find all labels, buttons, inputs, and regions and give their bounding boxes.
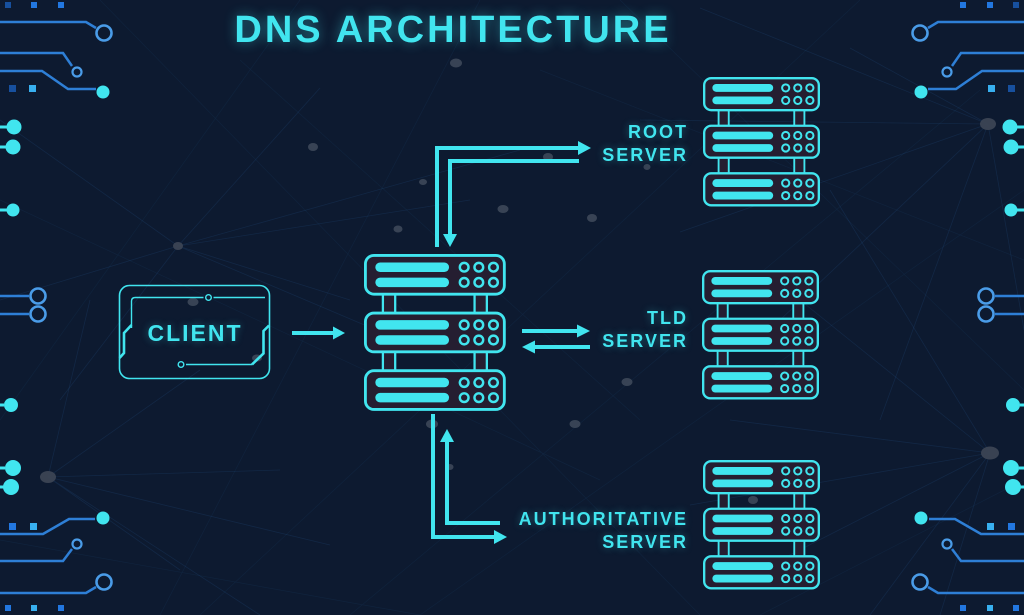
tld-server-label: TLD SERVER bbox=[602, 307, 688, 353]
background-dots bbox=[40, 58, 999, 504]
tld-server-label-line1: TLD bbox=[647, 308, 688, 328]
resolver-to-tld-arrow bbox=[522, 324, 590, 338]
authoritative-server-label-line1: AUTHORITATIVE bbox=[518, 509, 688, 529]
authoritative-to-resolver-arrow bbox=[440, 429, 500, 525]
circuit-decoration-bottom-right bbox=[911, 287, 1024, 613]
client-to-resolver-arrow bbox=[292, 326, 345, 340]
resolver-to-root-arrow bbox=[435, 141, 591, 247]
tld-server-label-line2: SERVER bbox=[602, 331, 688, 351]
authoritative-server-icon bbox=[704, 461, 819, 588]
root-to-resolver-arrow bbox=[443, 159, 579, 247]
client-frame-icon bbox=[118, 284, 271, 380]
root-server-label-line2: SERVER bbox=[602, 145, 688, 165]
root-server-label-line1: ROOT bbox=[628, 122, 688, 142]
resolver-server-icon bbox=[365, 255, 504, 409]
authoritative-server-label: AUTHORITATIVE SERVER bbox=[519, 508, 688, 554]
circuit-decoration-bottom-left bbox=[0, 287, 113, 613]
tld-to-resolver-arrow bbox=[522, 340, 590, 354]
circuit-decoration-top-right bbox=[911, 0, 1024, 218]
root-server-label: ROOT SERVER bbox=[602, 121, 688, 167]
tld-server-icon bbox=[703, 271, 818, 398]
page-title: DNS ARCHITECTURE bbox=[234, 9, 672, 51]
authoritative-server-label-line2: SERVER bbox=[602, 532, 688, 552]
root-server-icon bbox=[704, 78, 819, 205]
resolver-to-authoritative-arrow bbox=[431, 414, 507, 544]
client-node-label: CLIENT bbox=[147, 320, 243, 346]
